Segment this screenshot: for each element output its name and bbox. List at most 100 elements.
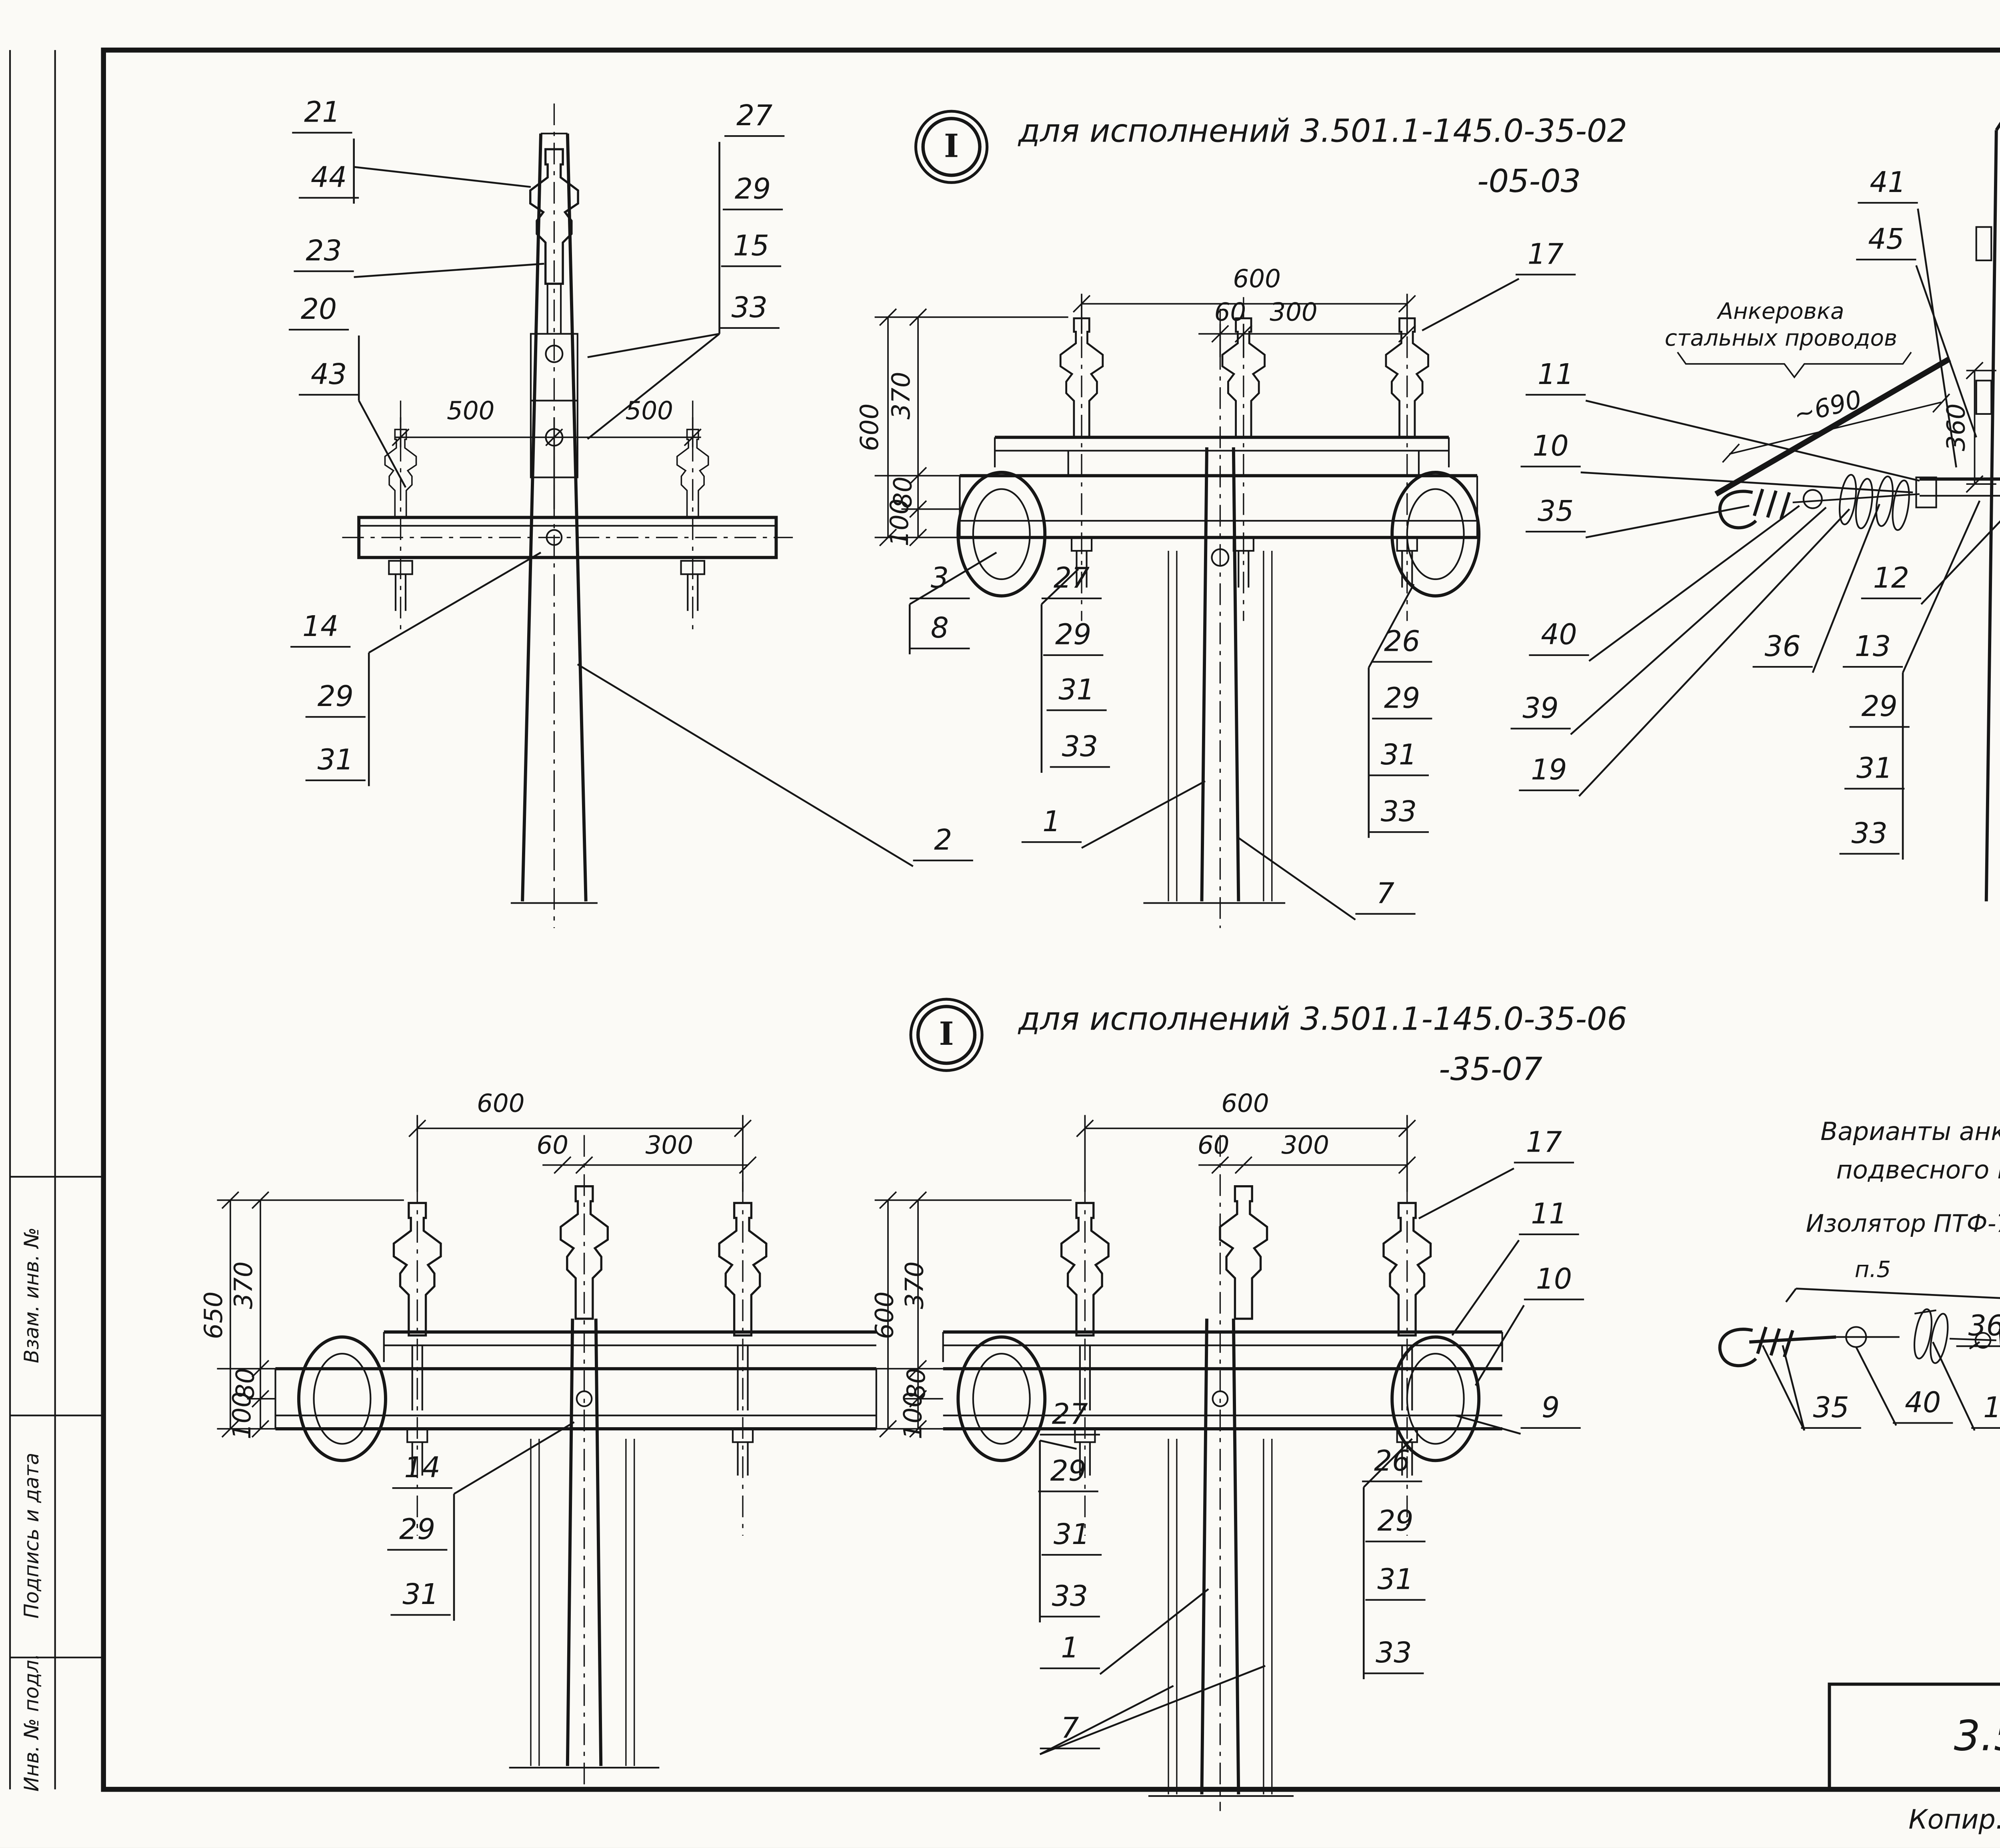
callout-27a: 27 (724, 102, 785, 136)
view2-mark: I (916, 1005, 977, 1065)
callout-31b: 31 (1046, 676, 1107, 711)
dim-60-b2: 60 (1197, 1130, 1230, 1160)
view1-title-cont: -05-03 (1477, 163, 1581, 200)
callout-44: 44 (298, 163, 359, 198)
dim-100-v: 100 (884, 498, 915, 546)
callout-21: 21 (292, 98, 352, 133)
callout-23: 23 (294, 237, 354, 272)
view2-title-cont: -35-07 (1439, 1051, 1543, 1088)
callout-12: 12 (1861, 564, 1922, 599)
dim-60-b1: 60 (536, 1130, 569, 1160)
callout-31c: 31 (1368, 741, 1429, 776)
callout-3: 3 (910, 564, 970, 599)
dim-300-b1: 300 (645, 1130, 694, 1160)
callout-15: 15 (721, 232, 781, 267)
dim-370-v-b2: 370 (900, 1261, 930, 1309)
callout-29b: 29 (305, 682, 366, 718)
dim-370-v: 370 (886, 372, 916, 420)
callout-29e: 29 (1849, 692, 1910, 728)
callout-10b: 10 (1524, 1265, 1584, 1300)
dim-600-top-b1: 600 (477, 1088, 525, 1119)
view-front (342, 103, 914, 928)
callout-7b: 7 (1040, 1714, 1100, 1749)
callout-7a: 7 (1355, 879, 1416, 914)
doc-number: 3.501.1-145.0-35 (1954, 1712, 2000, 1760)
callout-11b: 11 (1519, 1200, 1579, 1235)
callout-31a: 31 (305, 746, 366, 781)
callout-29h: 29 (1038, 1457, 1098, 1492)
callout-17b: 17 (1514, 1128, 1574, 1163)
p5-label: п.5 (1854, 1257, 1891, 1284)
callout-31h: 31 (1365, 1565, 1426, 1600)
callout-13a: 13 (1842, 632, 1903, 667)
callout-33f: 33 (1364, 1639, 1424, 1674)
callout-31g: 31 (1041, 1520, 1102, 1555)
view2-title: для исполнений 3.501.1-145.0-35-06 (1018, 1001, 1627, 1038)
callout-33e: 33 (1040, 1582, 1100, 1617)
view-side-b2 (874, 1115, 1525, 1811)
callout-29a: 29 (722, 175, 783, 210)
callout-1b: 1 (1040, 1634, 1100, 1669)
callout-10a: 10 (1520, 432, 1581, 467)
callout-14b: 14 (392, 1454, 452, 1488)
callout-29g: 29 (387, 1515, 448, 1550)
view-anchor (1570, 122, 2000, 902)
callout-43: 43 (298, 360, 359, 395)
callout-19c: 19 (1971, 1393, 2000, 1428)
callout-35a: 35 (1526, 497, 1586, 532)
sidebar-cell-vzam: Взам. инв. № (20, 1227, 44, 1364)
sidebar-cell-podpis: Подпись и дата (20, 1452, 44, 1619)
dim-60: 60 (1214, 297, 1246, 328)
variants-title-2: подвесного изолятора с серьгой. (1836, 1155, 2000, 1185)
callout-11a: 11 (1526, 360, 1586, 395)
view-side-b1 (217, 1115, 877, 1786)
note-steel-2: стальных проводов (1664, 325, 1898, 352)
title-block-lines (1828, 1682, 2000, 1791)
callout-33a: 33 (719, 294, 780, 328)
callout-35b: 35 (1801, 1393, 1861, 1428)
callout-33b: 33 (1050, 732, 1110, 768)
callout-40a: 40 (1529, 620, 1589, 656)
view1-title: для исполнений 3.501.1-145.0-35-02 (1018, 113, 1627, 150)
dim-500-left: 500 (447, 396, 495, 426)
dim-650-v: 650 (198, 1291, 229, 1340)
dim-300: 300 (1270, 297, 1318, 328)
callout-20: 20 (288, 295, 349, 330)
callout-29d: 29 (1372, 684, 1432, 719)
callout-17: 17 (1515, 240, 1576, 275)
callout-14: 14 (290, 612, 351, 647)
dim-360: 360 (1941, 403, 1972, 452)
variants-title-1: Варианты анкеровок с применением (1820, 1116, 2000, 1147)
dim-500-right: 500 (625, 396, 674, 426)
dim-600-top: 600 (1233, 264, 1281, 294)
callout-26a: 26 (1372, 627, 1432, 662)
sidebar-cell-inv: Инв. № подл. (20, 1653, 44, 1792)
dim-600-top-b2: 600 (1221, 1088, 1269, 1119)
view-side-top (874, 278, 1520, 928)
callout-36a: 36 (1752, 632, 1813, 667)
callout-40b: 40 (1893, 1388, 1953, 1424)
callout-27b: 27 (1041, 564, 1102, 599)
callout-1a: 1 (1021, 808, 1082, 843)
callout-36b: 36 (1956, 1312, 2000, 1347)
callout-33d: 33 (1839, 819, 1900, 854)
detail-string (1718, 1288, 2000, 1431)
callout-45: 45 (1856, 225, 1916, 260)
callout-33c: 33 (1368, 798, 1429, 832)
callout-9: 9 (1520, 1393, 1581, 1428)
callout-31f: 31 (390, 1580, 451, 1616)
insulator-label: Изолятор ПТФ-70 с серьгой (1806, 1212, 2000, 1239)
callout-29c: 29 (1043, 620, 1104, 656)
callout-26c: 26 (1362, 1447, 1422, 1482)
dim-300-b2: 300 (1281, 1130, 1329, 1160)
callout-19a: 19 (1519, 756, 1579, 791)
dim-100-v-b1: 100 (227, 1391, 257, 1440)
dim-370-v-b1: 370 (228, 1261, 259, 1309)
callout-2: 2 (913, 826, 973, 861)
copier-label: Копир. (1908, 1803, 2000, 1836)
callout-27c: 27 (1040, 1400, 1100, 1435)
view1-mark: I (921, 117, 982, 177)
callout-29i: 29 (1365, 1507, 1426, 1542)
